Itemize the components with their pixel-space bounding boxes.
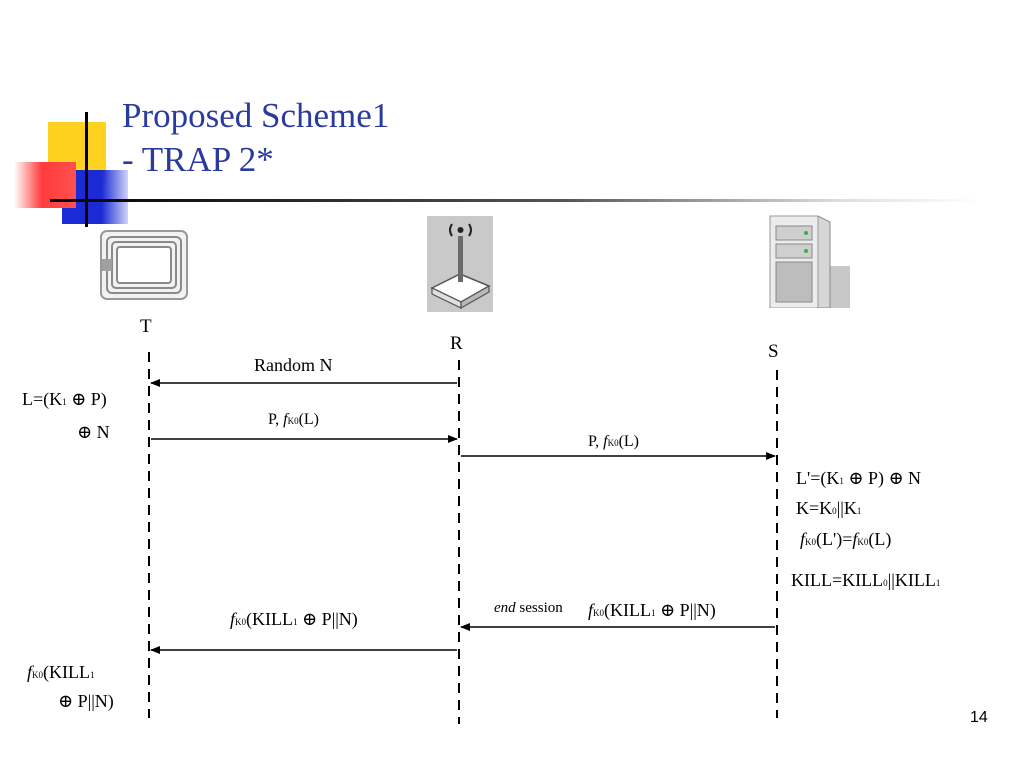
tag-label: T <box>140 316 152 337</box>
end-session-label: end session <box>494 600 563 616</box>
wireless-router-icon <box>427 216 493 312</box>
title-underline <box>50 199 980 202</box>
title-line-1: Proposed Scheme1 <box>122 96 390 135</box>
slide-title: Proposed Scheme1 - TRAP 2* <box>122 94 389 182</box>
server-computation-line1: L'=(K1 ⊕ P) ⊕ N <box>796 468 922 488</box>
server-tower-icon <box>764 212 850 309</box>
msg-reader-to-tag: fK0(KILL1 ⊕ P||N) <box>230 609 358 629</box>
msg-server-to-reader: fK0(KILL1 ⊕ P||N) <box>588 600 716 620</box>
server-computation-line2: K=K0||K1 <box>796 498 862 518</box>
tag-final-check-line2: ⊕ P||N) <box>58 691 114 711</box>
title-line-2: - TRAP 2* <box>122 140 274 179</box>
msg-reader-to-server: P, fK0(L) <box>588 433 640 450</box>
decoration-corner <box>0 100 140 230</box>
rfid-tag-icon <box>99 229 189 301</box>
server-label: S <box>768 341 779 362</box>
tag-l-computation-line1: L=(K1 ⊕ P) <box>22 389 107 409</box>
msg-tag-to-reader: P, fK0(L) <box>268 411 320 428</box>
reader-label: R <box>450 333 463 354</box>
deco-vertical-line <box>85 112 88 227</box>
page-number: 14 <box>970 709 988 726</box>
server-computation-line3: fK0(L')=fK0(L) <box>800 529 892 549</box>
server-computation-line4: KILL=KILL0||KILL1 <box>791 570 941 590</box>
msg-random-n: Random N <box>254 355 333 375</box>
tag-l-computation-line2: ⊕ N <box>77 422 110 442</box>
tag-final-check-line1: fK0(KILL1 <box>27 662 95 682</box>
